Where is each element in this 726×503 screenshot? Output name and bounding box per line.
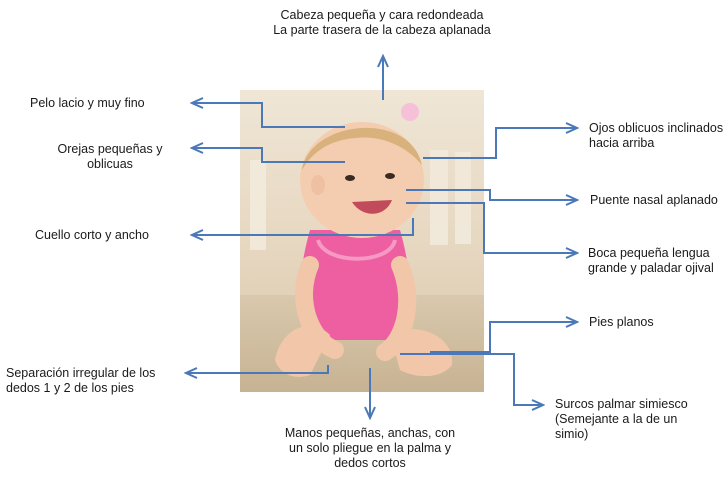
label-palm: Surcos palmar simiesco (Semejante a la d… [555, 397, 688, 441]
label-hands: Manos pequeñas, anchas, con un solo plie… [284, 426, 456, 470]
label-mouth: Boca pequeña lengua grande y paladar oji… [588, 246, 714, 275]
label-neck: Cuello corto y ancho [35, 228, 149, 242]
label-ears: Orejas pequeñas y oblicuas [57, 142, 163, 171]
label-feet: Pies planos [589, 315, 654, 329]
label-nose: Puente nasal aplanado [590, 193, 718, 207]
label-hair: Pelo lacio y muy fino [30, 96, 145, 110]
baby-photo [240, 90, 484, 392]
label-head: Cabeza pequeña y cara redondeada La part… [273, 8, 491, 37]
label-toes: Separación irregular de los dedos 1 y 2 … [6, 366, 156, 395]
label-eyes: Ojos oblicuos inclinados hacia arriba [589, 121, 724, 150]
